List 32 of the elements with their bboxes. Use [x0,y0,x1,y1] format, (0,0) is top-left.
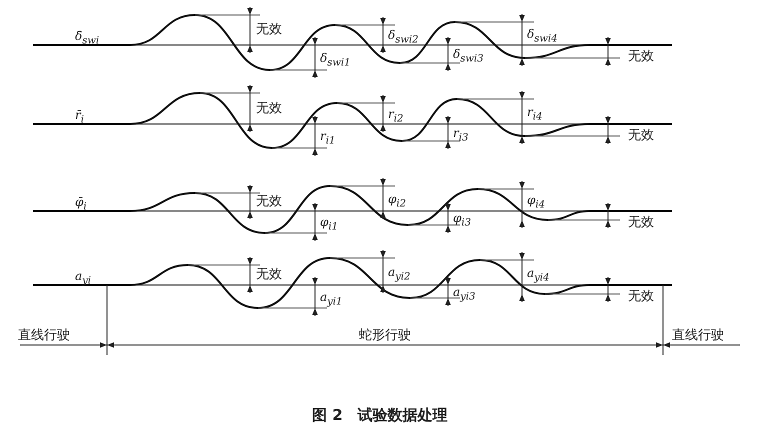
dimension-label: φ$_{i3}$ [453,212,471,228]
figure-caption: 图 2 试验数据处理 [312,408,448,423]
dimension-label: a$_{yi3}$ [453,286,476,302]
dimension-label: r$_{i2}$ [388,108,404,124]
dimension-label: φ$_{i2}$ [388,192,406,209]
dimension-label: δ$_{swi3}$ [453,48,484,64]
dimension-label: r$_{i3}$ [453,126,468,143]
note-text: 无效 [256,268,282,281]
note-text: 无效 [628,129,654,142]
segment-label: 直线行驶 [18,329,70,342]
note-text: 无效 [628,290,654,303]
dimension-label: δ$_{swi2}$ [388,29,418,46]
dimension-label: φ$_{i1}$ [320,216,338,232]
note-text: 无效 [256,23,282,36]
note-text: 无效 [256,102,282,114]
dimension-label: δ$_{swi1}$ [320,52,350,68]
variable-label: r̄$_{i}$ [75,109,84,126]
dimension-label: φ$_{i4}$ [527,194,545,210]
dimension-label: a$_{yi1}$ [320,290,342,307]
variable-label: φ̄$_{i}$ [75,196,87,212]
segment-label: 直线行驶 [672,329,724,342]
variable-label: a$_{yi}$ [75,270,92,286]
note-text: 无效 [256,195,282,208]
note-text: 无效 [628,50,654,63]
dimension-label: a$_{yi4}$ [527,266,550,283]
dimension-label: r$_{i1}$ [320,130,336,146]
dimension-label: a$_{yi2}$ [388,266,410,282]
note-text: 无效 [628,216,654,229]
dimension-label: δ$_{swi4}$ [527,28,558,44]
dimension-label: r$_{i4}$ [527,106,542,122]
variable-label: δ̄$_{swi}$ [75,30,100,46]
segment-label: 蛇形行驶 [359,329,411,342]
